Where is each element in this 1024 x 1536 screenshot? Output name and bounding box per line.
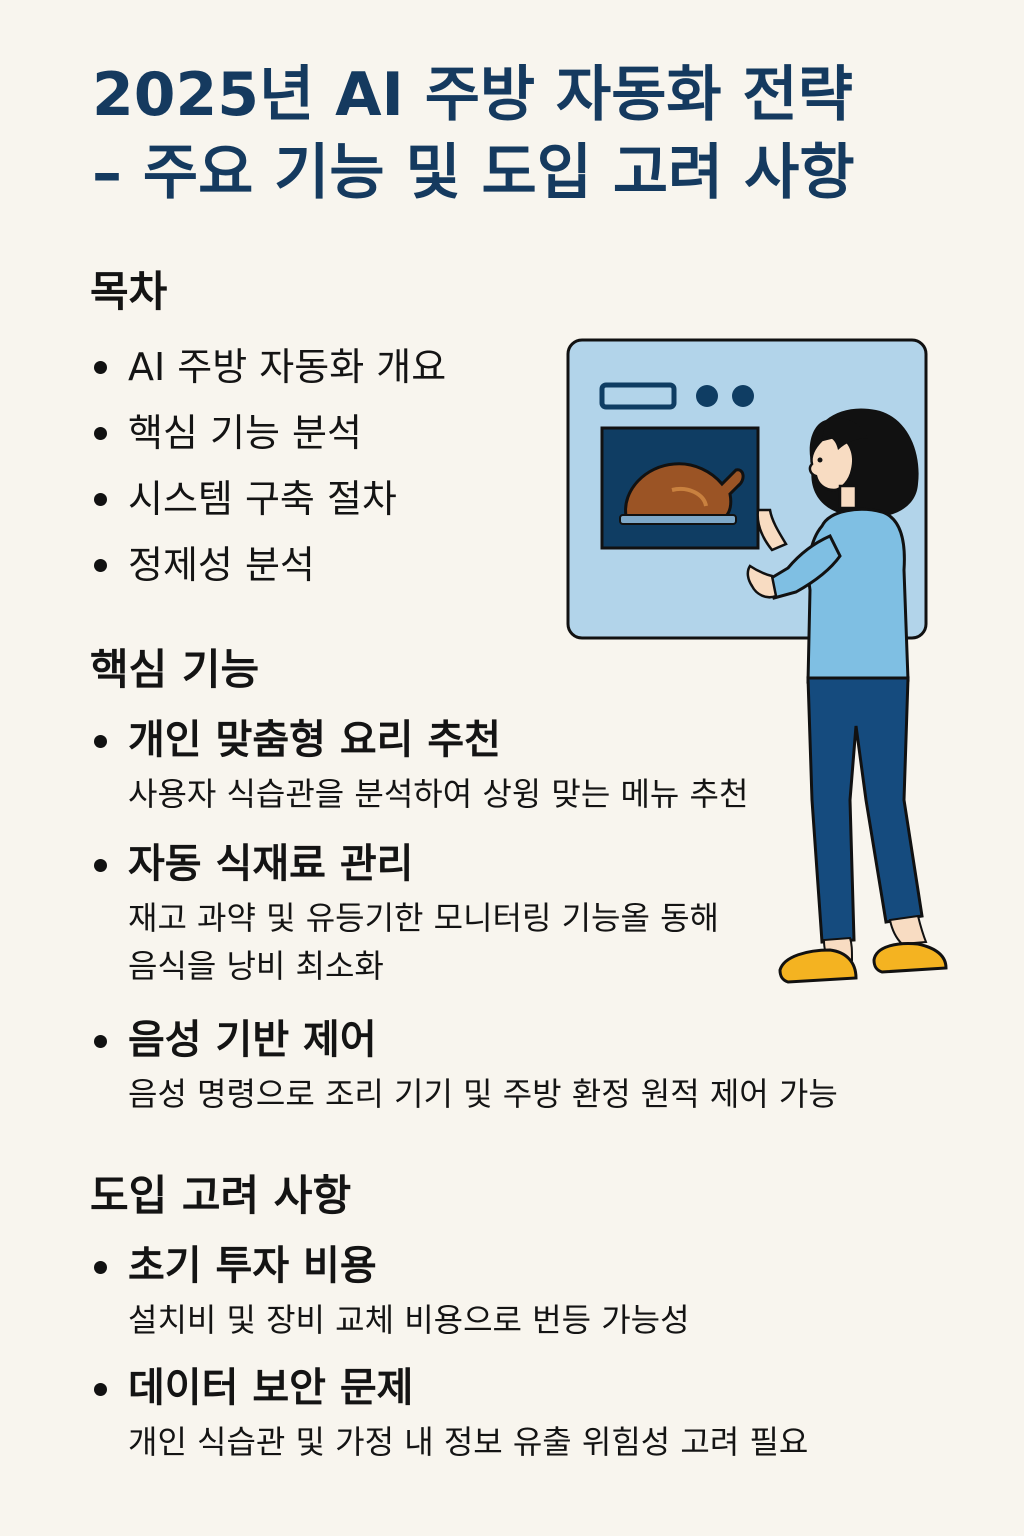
slipper: [778, 948, 858, 984]
feature-title: 음성 기반 제어: [92, 1014, 932, 1066]
toc-item: AI 주방 자동화 개요: [92, 334, 446, 400]
consideration-description: 개인 식습관 및 가정 내 정보 유출 위힘성 고려 필요: [128, 1423, 809, 1461]
title-line-1: 2025년 AI 주방 자동화 전략: [92, 60, 853, 130]
feature-description: 사용자 식습관을 분석하여 상윙 맞는 메뉴 추천: [128, 775, 749, 813]
feature-item-ingredient-management: 자동 식재료 관리 재고 과약 및 유등기한 모니터링 기능올 동해 음식을 낭…: [92, 838, 932, 990]
consideration-title-text: 데이터 보안 문제: [128, 1365, 414, 1411]
eye: [817, 457, 823, 463]
consideration-item-security: 데이터 보안 문제 개인 식습관 및 가정 내 정보 유출 위힘성 고려 필요: [92, 1362, 932, 1466]
bullet-icon: [94, 859, 107, 872]
core-features-heading: 핵심 기능: [90, 645, 260, 694]
roast-tray: [619, 514, 737, 525]
neck: [838, 484, 858, 510]
consideration-description: 설치비 및 장비 교체 비용으로 번등 가능성: [128, 1301, 690, 1339]
toc-list: AI 주방 자동화 개요 핵심 기능 분석 시스템 구축 절차 정제성 분석: [92, 334, 446, 598]
toc-item-label: 시스템 구축 절차: [128, 477, 397, 521]
bullet-icon: [94, 493, 107, 506]
bullet-icon: [94, 1261, 107, 1274]
feature-title-text: 음성 기반 제어: [128, 1017, 377, 1063]
toc-item: 시스템 구축 절차: [92, 466, 446, 532]
toc-item: 핵심 기능 분석: [92, 400, 446, 466]
bullet-icon: [94, 1035, 107, 1048]
consideration-title: 데이터 보안 문제: [92, 1362, 932, 1414]
oven-display: [599, 382, 677, 410]
toc-heading: 목차: [90, 267, 168, 316]
consideration-title-text: 초기 투자 비용: [128, 1243, 377, 1289]
considerations-heading: 도입 고려 사항: [90, 1171, 352, 1220]
pants: [806, 676, 924, 944]
feature-title: 개인 맞춤형 요리 추천: [92, 714, 932, 766]
hand-pointing: [746, 564, 778, 599]
shirt: [806, 507, 910, 684]
feature-title: 자동 식재료 관리: [92, 838, 932, 890]
feature-item-recommendation: 개인 맞춤형 요리 추천 사용자 식습관을 분석하여 상윙 맞는 메뉴 추천: [92, 714, 932, 818]
feature-description-line: 재고 과약 및 유등기한 모니터링 기능올 동해: [128, 899, 719, 937]
feature-description: 재고 과약 및 유등기한 모니터링 기능올 동해 음식을 낭비 최소화: [128, 894, 932, 990]
bullet-icon: [94, 427, 107, 440]
toc-item-label: 정제성 분석: [128, 543, 315, 587]
feature-description: 음성 명령으로 조리 기기 및 주방 환정 원적 제어 가능: [128, 1075, 838, 1113]
bullet-icon: [94, 559, 107, 572]
foot: [888, 914, 928, 946]
toc-item-label: AI 주방 자동화 개요: [128, 345, 447, 389]
feature-description-line: 음식을 낭비 최소화: [128, 947, 384, 985]
oven-knob: [732, 385, 754, 407]
feature-title-text: 개인 맞춤형 요리 추천: [128, 717, 501, 763]
consideration-title: 초기 투자 비용: [92, 1240, 932, 1292]
toc-item: 정제성 분석: [92, 532, 446, 598]
bullet-icon: [94, 361, 107, 374]
feature-item-voice-control: 음성 기반 제어 음성 명령으로 조리 기기 및 주방 환정 원적 제어 가능: [92, 1014, 932, 1118]
toc-item-label: 핵심 기능 분석: [128, 411, 362, 455]
hand-raised: [756, 508, 788, 552]
hair-fringe: [822, 418, 868, 450]
bullet-icon: [94, 735, 107, 748]
page-title: 2025년 AI 주방 자동화 전략 – 주요 기능 및 도입 고려 사항: [92, 56, 992, 212]
title-line-2: – 주요 기능 및 도입 고려 사항: [92, 138, 855, 208]
feature-title-text: 자동 식재료 관리: [128, 841, 414, 887]
slipper: [872, 942, 948, 974]
arm: [766, 534, 842, 600]
consideration-item-investment: 초기 투자 비용 설치비 및 장비 교체 비용으로 번등 가능성: [92, 1240, 932, 1344]
woman-using-smart-oven-icon: [566, 338, 948, 984]
bullet-icon: [94, 1383, 107, 1396]
oven-knob: [696, 385, 718, 407]
face: [808, 434, 855, 492]
roast-highlight: [671, 487, 708, 507]
